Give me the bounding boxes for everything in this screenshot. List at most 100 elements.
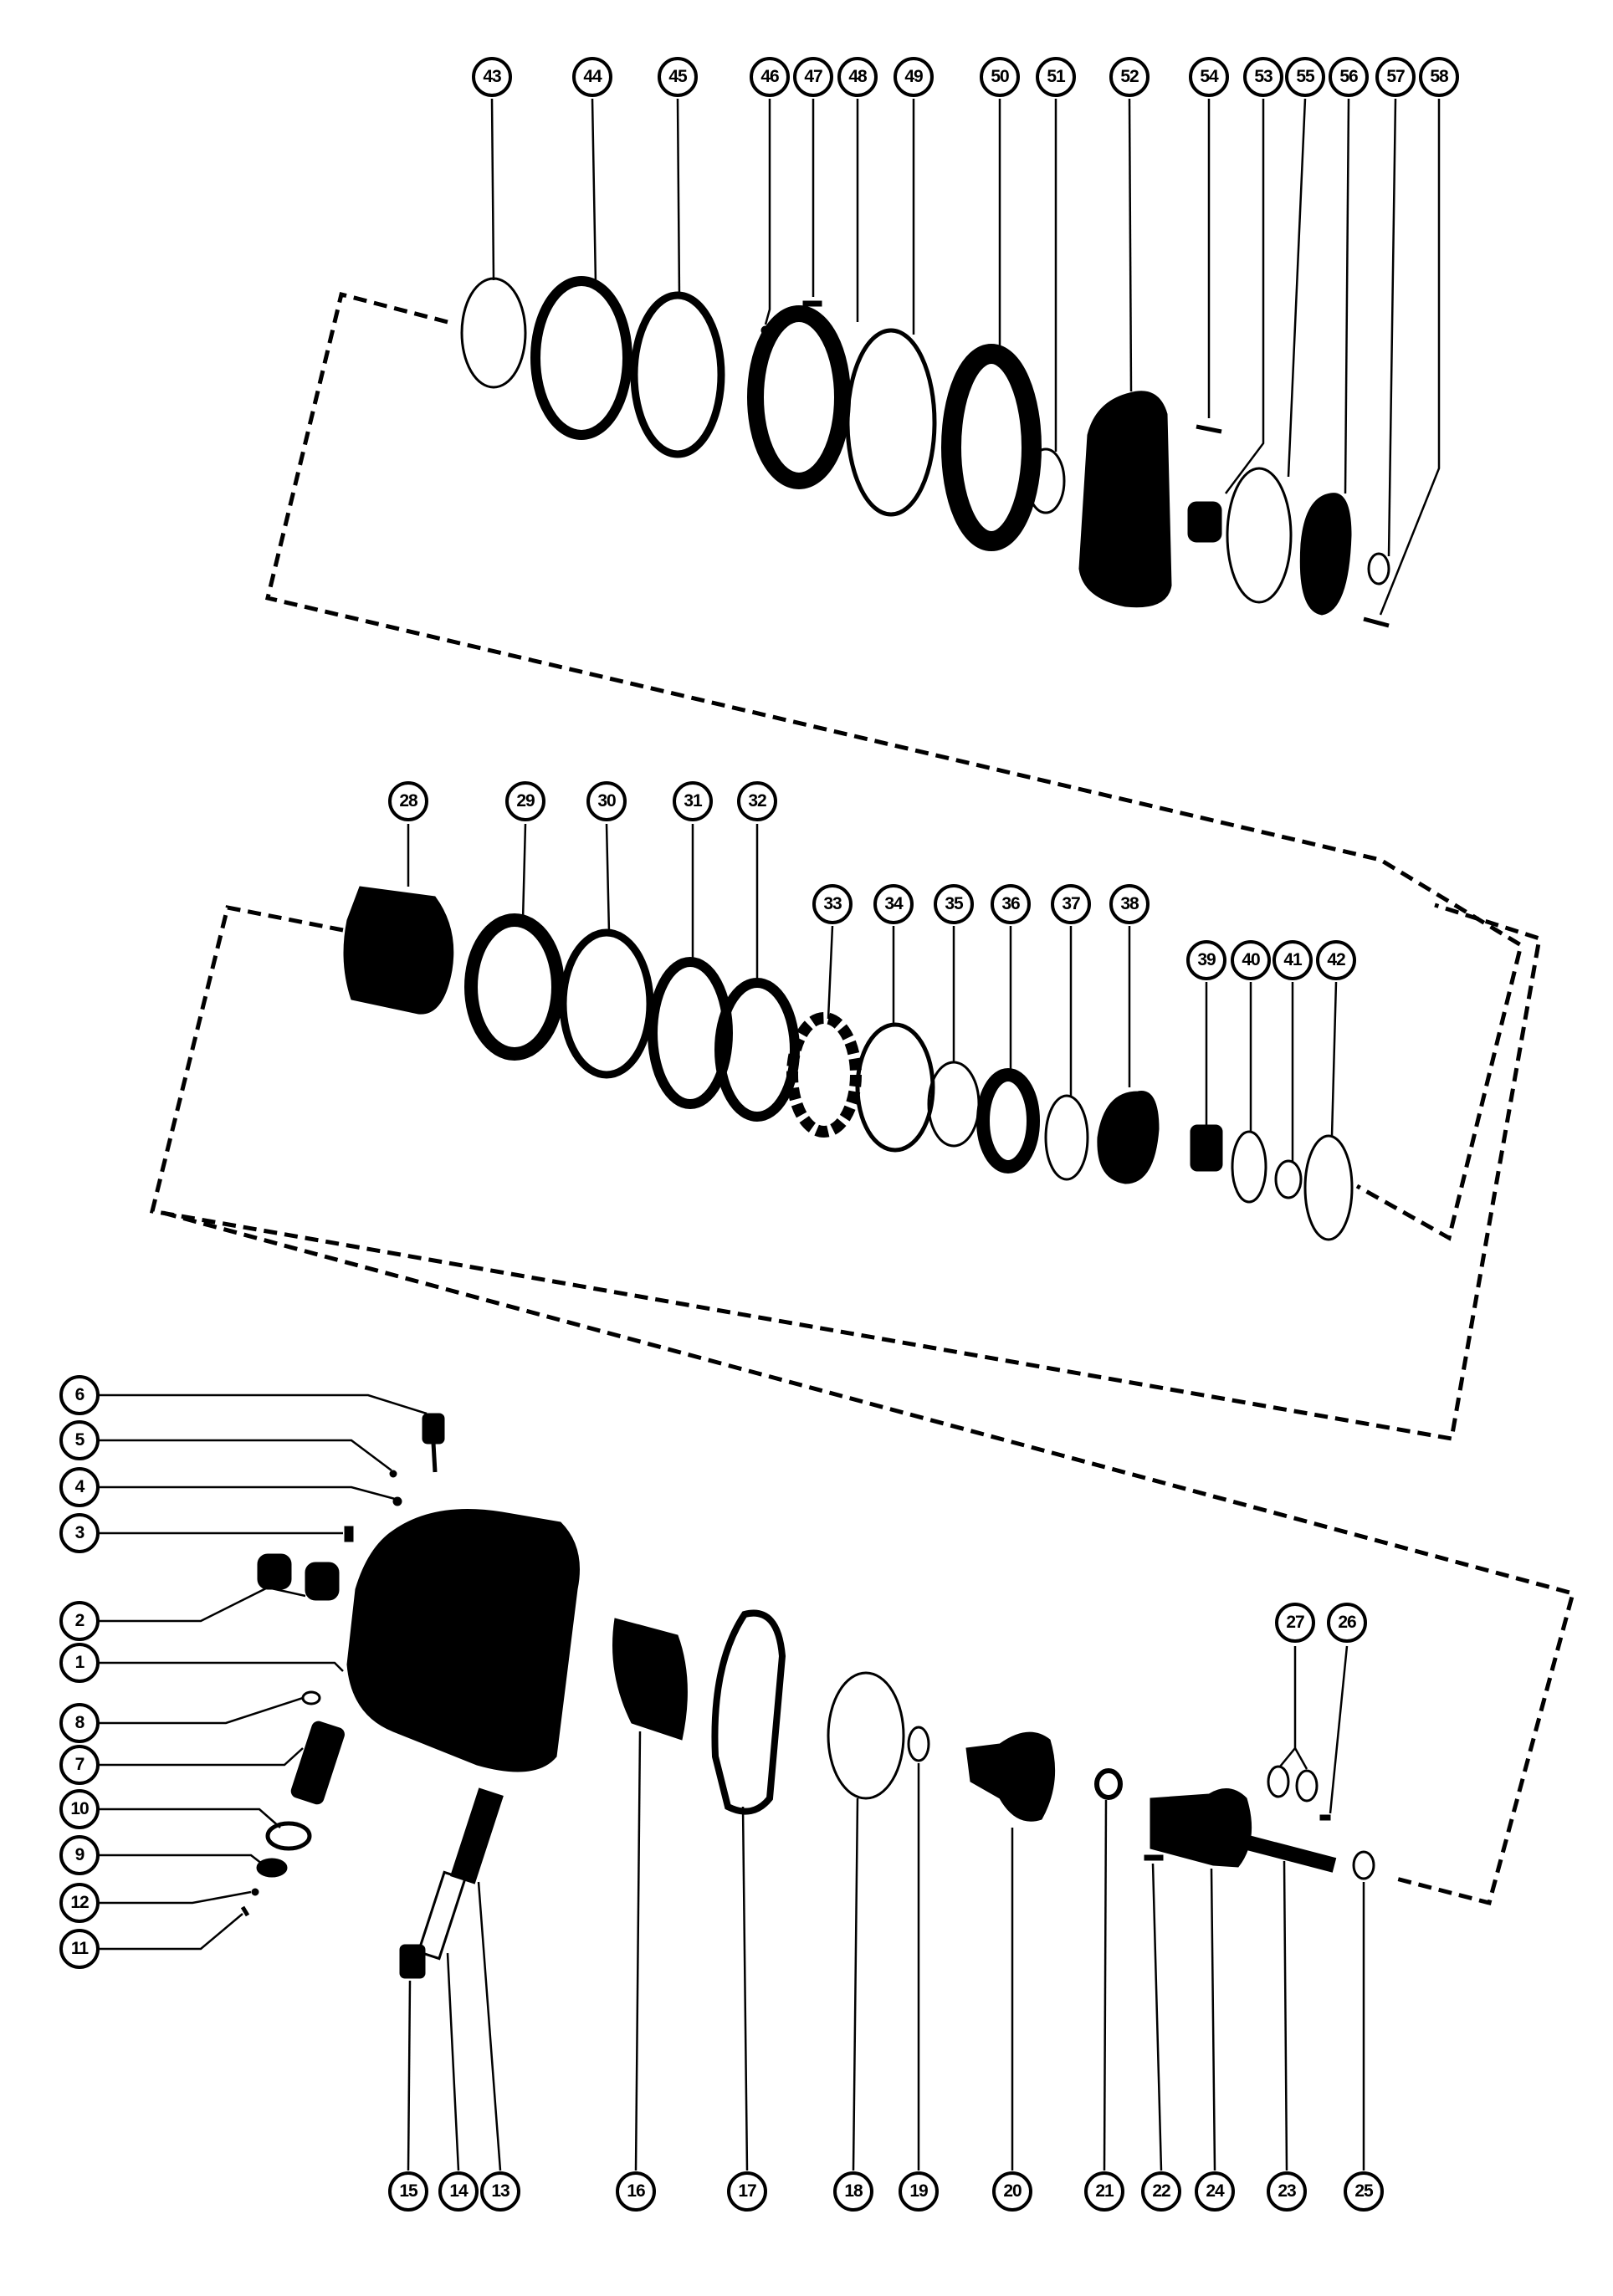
part-27-ring-b xyxy=(1295,1769,1319,1803)
part-47-key xyxy=(802,300,822,307)
part-callout: 50 xyxy=(980,57,1020,97)
part-callout: 27 xyxy=(1275,1603,1315,1643)
part-45-ring xyxy=(630,291,725,458)
part-37-ring xyxy=(1044,1094,1089,1181)
part-25-ring xyxy=(1352,1850,1375,1880)
part-callout: 13 xyxy=(480,2171,520,2212)
part-36-bearing xyxy=(976,1068,1040,1174)
part-7-valve xyxy=(290,1721,345,1805)
part-30-plate xyxy=(559,928,654,1079)
part-callout: 49 xyxy=(894,57,934,97)
part-callout: 4 xyxy=(59,1467,100,1507)
part-41-ring xyxy=(1274,1159,1303,1199)
part-callout: 24 xyxy=(1195,2171,1235,2212)
part-17-gasket xyxy=(711,1609,786,1815)
part-callout: 38 xyxy=(1109,884,1150,924)
part-callout: 43 xyxy=(472,57,512,97)
part-callout: 18 xyxy=(833,2171,873,2212)
part-31-ring xyxy=(648,957,733,1109)
part-callout: 28 xyxy=(388,781,428,821)
part-38-gear xyxy=(1097,1091,1160,1184)
part-callout: 40 xyxy=(1231,940,1271,980)
part-callout: 36 xyxy=(991,884,1031,924)
part-callout: 51 xyxy=(1036,57,1076,97)
part-9-plug xyxy=(256,1858,288,1878)
part-53-bearing xyxy=(1187,501,1222,543)
part-callout: 15 xyxy=(388,2171,428,2212)
part-callout: 23 xyxy=(1267,2171,1307,2212)
part-callout: 41 xyxy=(1272,940,1313,980)
part-6-stem xyxy=(431,1442,438,1473)
part-callout: 48 xyxy=(837,57,878,97)
part-13-shaft xyxy=(450,1787,504,1884)
leader-lines xyxy=(84,98,1441,2171)
part-12-ball xyxy=(251,1888,259,1896)
part-14-pin xyxy=(417,1870,467,1961)
part-callout: 30 xyxy=(586,781,627,821)
part-callout: 5 xyxy=(59,1420,100,1460)
part-callout: 14 xyxy=(438,2171,479,2212)
middle-row-parts xyxy=(343,886,1354,1241)
part-callout: 11 xyxy=(59,1929,100,1969)
part-callout: 26 xyxy=(1327,1603,1367,1643)
part-callout: 33 xyxy=(812,884,853,924)
part-2-bushing-b xyxy=(305,1562,340,1601)
part-callout: 19 xyxy=(899,2171,939,2212)
part-callout: 17 xyxy=(727,2171,767,2212)
part-19-ring xyxy=(907,1726,930,1762)
part-27-ring-a xyxy=(1267,1765,1290,1798)
part-18-ring xyxy=(827,1671,905,1800)
part-callout: 53 xyxy=(1243,57,1283,97)
part-20-gear xyxy=(965,1731,1056,1822)
part-callout: 39 xyxy=(1186,940,1226,980)
part-callout: 45 xyxy=(658,57,698,97)
part-51-ring xyxy=(1026,447,1066,514)
part-15-nut xyxy=(399,1944,426,1979)
part-callout: 42 xyxy=(1316,940,1356,980)
part-55-ring xyxy=(1226,467,1293,604)
part-58-screw xyxy=(1363,616,1390,628)
part-callout: 37 xyxy=(1051,884,1091,924)
part-44-ring xyxy=(530,276,632,440)
part-16-plate xyxy=(612,1618,688,1741)
part-callout: 31 xyxy=(673,781,713,821)
part-callout: 22 xyxy=(1141,2171,1181,2212)
part-33-gear xyxy=(786,1012,862,1138)
part-callout: 44 xyxy=(572,57,612,97)
part-4-washer xyxy=(392,1496,402,1506)
bottom-assembly-boundary-line xyxy=(162,1210,1576,1906)
part-42-ring xyxy=(1303,1134,1354,1241)
part-callout: 9 xyxy=(59,1835,100,1875)
part-callout: 10 xyxy=(59,1789,100,1829)
part-callout: 16 xyxy=(616,2171,656,2212)
part-callout: 7 xyxy=(59,1745,100,1785)
part-26-key xyxy=(1319,1814,1331,1821)
part-callout: 25 xyxy=(1344,2171,1384,2212)
part-50-disc xyxy=(941,344,1042,551)
part-5-ball xyxy=(389,1470,397,1478)
part-29-plate xyxy=(464,913,565,1061)
part-34-ring xyxy=(855,1022,935,1153)
part-49-ring xyxy=(845,328,937,517)
part-22-key xyxy=(1144,1854,1164,1861)
top-row-parts xyxy=(460,276,1390,628)
part-callout: 21 xyxy=(1084,2171,1124,2212)
part-1-gear-housing xyxy=(346,1509,580,1772)
part-callout: 35 xyxy=(934,884,974,924)
part-callout: 34 xyxy=(873,884,914,924)
part-24-gear xyxy=(1150,1788,1252,1868)
part-3-clip xyxy=(344,1526,354,1542)
part-54-pin xyxy=(1196,424,1222,434)
part-11-spring xyxy=(240,1905,250,1917)
bottom-row-parts xyxy=(240,1413,1375,1979)
part-40-ring xyxy=(1231,1130,1267,1204)
part-callout: 52 xyxy=(1109,57,1150,97)
part-callout: 3 xyxy=(59,1513,100,1553)
part-callout: 6 xyxy=(59,1375,100,1415)
part-52-drum xyxy=(1078,391,1172,608)
part-callout: 57 xyxy=(1375,57,1416,97)
part-56-cap xyxy=(1299,493,1352,616)
part-10-seal xyxy=(265,1821,312,1851)
middle-assembly-boundary-line xyxy=(149,903,1542,1441)
